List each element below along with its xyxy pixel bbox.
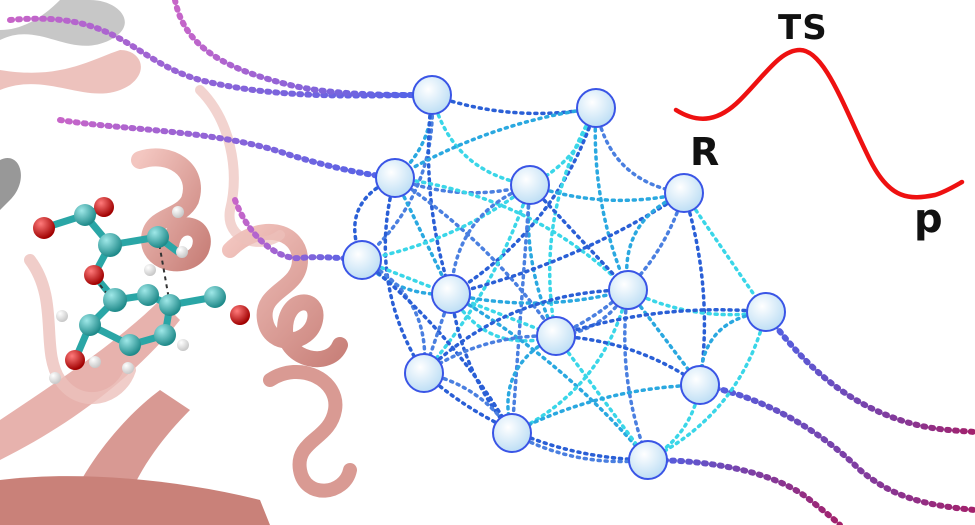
transition-state-label: TS bbox=[778, 8, 828, 48]
network-node bbox=[412, 75, 452, 115]
network-node bbox=[510, 165, 550, 205]
trajectory-trail bbox=[645, 457, 843, 525]
hydrogen-atom bbox=[144, 264, 156, 276]
network-edge bbox=[383, 176, 426, 375]
network-edge bbox=[682, 191, 707, 387]
network-edge bbox=[554, 334, 702, 387]
trajectory-trail bbox=[172, 0, 423, 98]
network-edge bbox=[430, 93, 598, 116]
network-edge bbox=[528, 183, 686, 203]
trajectory-trail bbox=[232, 197, 365, 263]
ribbon-strand bbox=[195, 85, 285, 247]
trajectory-trail bbox=[697, 382, 975, 513]
network-node bbox=[628, 440, 668, 480]
network-edge bbox=[623, 288, 650, 462]
ribbon-helix bbox=[222, 224, 348, 368]
carbon-atom bbox=[74, 204, 96, 226]
ribbon-strand bbox=[0, 0, 125, 46]
network-edge bbox=[554, 191, 686, 338]
network-node bbox=[664, 173, 704, 213]
hydrogen-atom bbox=[56, 310, 68, 322]
reactant-label: R bbox=[690, 130, 721, 174]
network-edge bbox=[360, 183, 532, 262]
network-edge bbox=[510, 183, 532, 435]
network-node bbox=[404, 353, 444, 393]
carbon-atom bbox=[137, 284, 159, 306]
network-node bbox=[680, 365, 720, 405]
network-edge bbox=[449, 292, 650, 462]
network-edge bbox=[526, 183, 558, 338]
product-label: p bbox=[914, 196, 944, 242]
oxygen-atom bbox=[94, 197, 114, 217]
network-edge bbox=[422, 288, 630, 375]
ribbon-strand bbox=[0, 158, 21, 210]
network-node bbox=[375, 158, 415, 198]
network-node bbox=[492, 413, 532, 453]
carbon-atom bbox=[119, 334, 141, 356]
trajectory-trail bbox=[762, 309, 975, 435]
carbon-atom bbox=[159, 294, 181, 316]
network-edge bbox=[393, 106, 598, 180]
trajectory-trail bbox=[57, 117, 398, 181]
network-node bbox=[746, 292, 786, 332]
network-node bbox=[431, 274, 471, 314]
hydrogen-atom bbox=[122, 362, 134, 374]
network-node bbox=[536, 316, 576, 356]
ligand-molecule bbox=[33, 197, 250, 384]
oxygen-atom bbox=[33, 217, 55, 239]
network-edge bbox=[682, 191, 768, 314]
carbon-atom bbox=[154, 324, 176, 346]
ribbon-strand bbox=[0, 50, 141, 94]
network-nodes bbox=[342, 75, 786, 480]
energy-profile-curve bbox=[673, 47, 965, 200]
carbon-atom bbox=[147, 226, 169, 248]
network-node bbox=[608, 270, 648, 310]
oxygen-atom bbox=[84, 265, 104, 285]
ribbon-helix bbox=[263, 364, 357, 498]
hydrogen-atom bbox=[177, 339, 189, 351]
network-edge bbox=[449, 106, 598, 296]
trajectory-trails bbox=[7, 0, 975, 525]
carbon-atom bbox=[98, 233, 122, 257]
oxygen-atom bbox=[65, 350, 85, 370]
hydrogen-atom bbox=[176, 246, 188, 258]
hydrogen-atom bbox=[49, 372, 61, 384]
network-edge bbox=[510, 288, 630, 435]
ribbon-sheet bbox=[0, 476, 270, 525]
hydrogen-atom bbox=[172, 206, 184, 218]
network-edge bbox=[393, 176, 558, 338]
carbon-atom bbox=[103, 288, 127, 312]
network-edge bbox=[547, 106, 598, 338]
network-node bbox=[342, 240, 382, 280]
carbon-atom bbox=[204, 286, 226, 308]
network-edge bbox=[510, 383, 702, 435]
oxygen-atom bbox=[230, 305, 250, 325]
network-edge bbox=[554, 308, 768, 338]
network-edge bbox=[360, 258, 514, 435]
protein-ribbon-structure bbox=[0, 0, 357, 525]
carbon-atom bbox=[79, 314, 101, 336]
hydrogen-atom bbox=[89, 356, 101, 368]
network-edge bbox=[449, 191, 686, 296]
network-edge bbox=[426, 93, 453, 296]
network-node bbox=[576, 88, 616, 128]
network-edge bbox=[646, 310, 768, 462]
